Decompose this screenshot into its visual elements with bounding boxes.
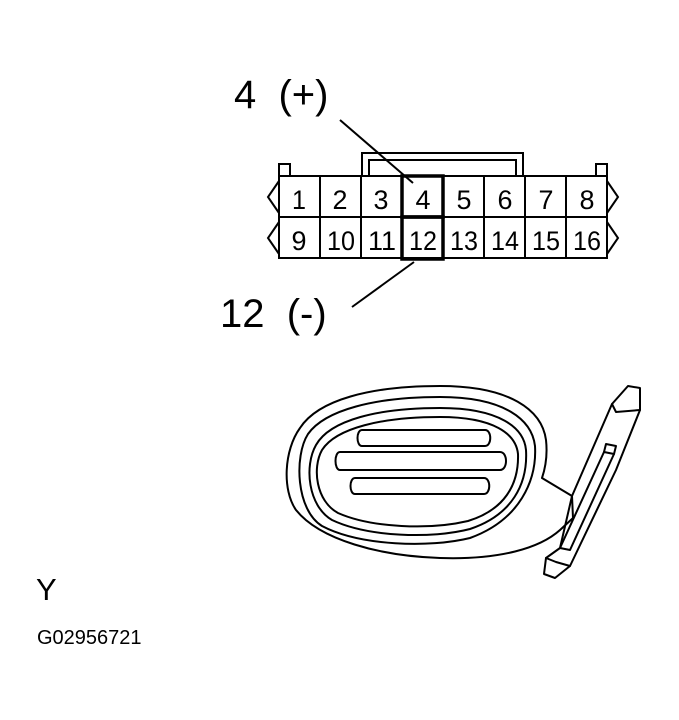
- pin-label: 5: [457, 185, 472, 215]
- mirror-glass-outline: [308, 407, 528, 537]
- pin-label: 12: [409, 226, 437, 256]
- callout-pin12-negative: 12 (-): [220, 292, 327, 336]
- connector-lock-tab: [361, 152, 524, 176]
- mirror-reflection-bar: [356, 429, 492, 447]
- leader-line-pin12: [351, 261, 415, 308]
- highlight-pin12: [400, 215, 445, 261]
- pin-label: 6: [498, 185, 513, 215]
- connector-left-chevron: [266, 180, 280, 255]
- pin-label: 7: [539, 185, 554, 215]
- pin-label: 11: [368, 226, 396, 256]
- connector-right-bump: [595, 163, 608, 177]
- pin-label: 16: [573, 226, 601, 256]
- callout-pin4-positive: 4 (+): [234, 73, 328, 117]
- connector-left-bump: [278, 163, 291, 177]
- connector-right-chevron: [606, 180, 620, 255]
- side-mirror-illustration: [285, 385, 641, 579]
- pin-label: 9: [292, 226, 307, 256]
- pin-label: 8: [580, 185, 595, 215]
- mirror-mounting-base: [543, 385, 641, 579]
- pin-label: 1: [292, 185, 306, 215]
- view-letter: Y: [36, 572, 57, 607]
- connector: 1 2 3 4 5 6 7 8 9 10 11 12 13 14 15 16: [266, 152, 620, 261]
- pin-label: 13: [450, 226, 478, 256]
- pin-label: 10: [327, 226, 355, 256]
- figure-code: G02956721: [37, 627, 142, 649]
- pin-label: 4: [416, 185, 431, 215]
- mirror-housing-outline: [285, 385, 574, 560]
- pin-label: 2: [333, 185, 348, 215]
- pin-label: 14: [491, 226, 519, 256]
- pin-label: 3: [374, 185, 389, 215]
- pin-label: 15: [532, 226, 560, 256]
- mirror-reflection-bar: [349, 477, 491, 495]
- mirror-reflection-bar: [334, 451, 507, 471]
- leader-line-pin4: [339, 119, 414, 184]
